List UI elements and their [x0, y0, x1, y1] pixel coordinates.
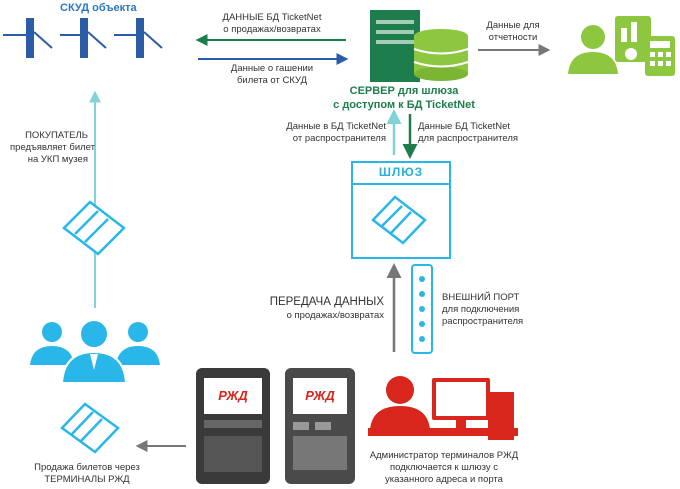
server-title: СЕРВЕР для шлюза с доступом к БД TicketN…	[333, 85, 475, 111]
label-db-to-skud: ДАННЫЕ БД TicketNet о продажах/возвратах	[222, 12, 322, 35]
label-transfer-title: ПЕРЕДАЧА ДАННЫХ	[269, 296, 384, 308]
label-external-port: ВНЕШНИЙ ПОРТ для подключения распростран…	[442, 292, 524, 327]
access-control-title: СКУД объекта	[60, 2, 137, 14]
handheld-terminal-icon	[285, 368, 355, 484]
gateway-title: ШЛЮЗ	[378, 165, 424, 179]
label-transfer-sub: о продажах/возвратах	[286, 310, 384, 321]
label-to-distributors: Данные БД TicketNet для распространителя	[418, 121, 519, 144]
kiosk-terminal-icon	[196, 368, 270, 484]
label-reporting: Данные для отчетности	[486, 20, 540, 43]
label-sales: Продажа билетов через ТЕРМИНАЛЫ РЖД	[34, 462, 140, 485]
rzd-logo-kiosk: РЖД	[218, 388, 248, 403]
turnstile-icon	[3, 18, 163, 58]
label-admin: Администратор терминалов РЖД подключаетс…	[369, 450, 519, 485]
sales-ticket-icon	[60, 402, 120, 454]
analyst-icon	[568, 16, 675, 76]
buyers-icon	[30, 319, 160, 384]
label-from-distributors: Данные в БД TicketNet от распространител…	[286, 121, 386, 144]
gateway-ticket-icon	[371, 195, 427, 245]
rzd-logo-handheld: РЖД	[305, 388, 335, 403]
external-port-icon	[411, 264, 433, 354]
buyer-ticket-icon	[62, 200, 126, 256]
server-icon	[370, 10, 469, 82]
admin-icon	[368, 376, 518, 440]
label-redeem-info: Данные о гашении билета от СКУД	[230, 63, 314, 86]
label-buyer-ticket: ПОКУПАТЕЛЬ предъявляет билет на УКП музе…	[10, 130, 96, 165]
